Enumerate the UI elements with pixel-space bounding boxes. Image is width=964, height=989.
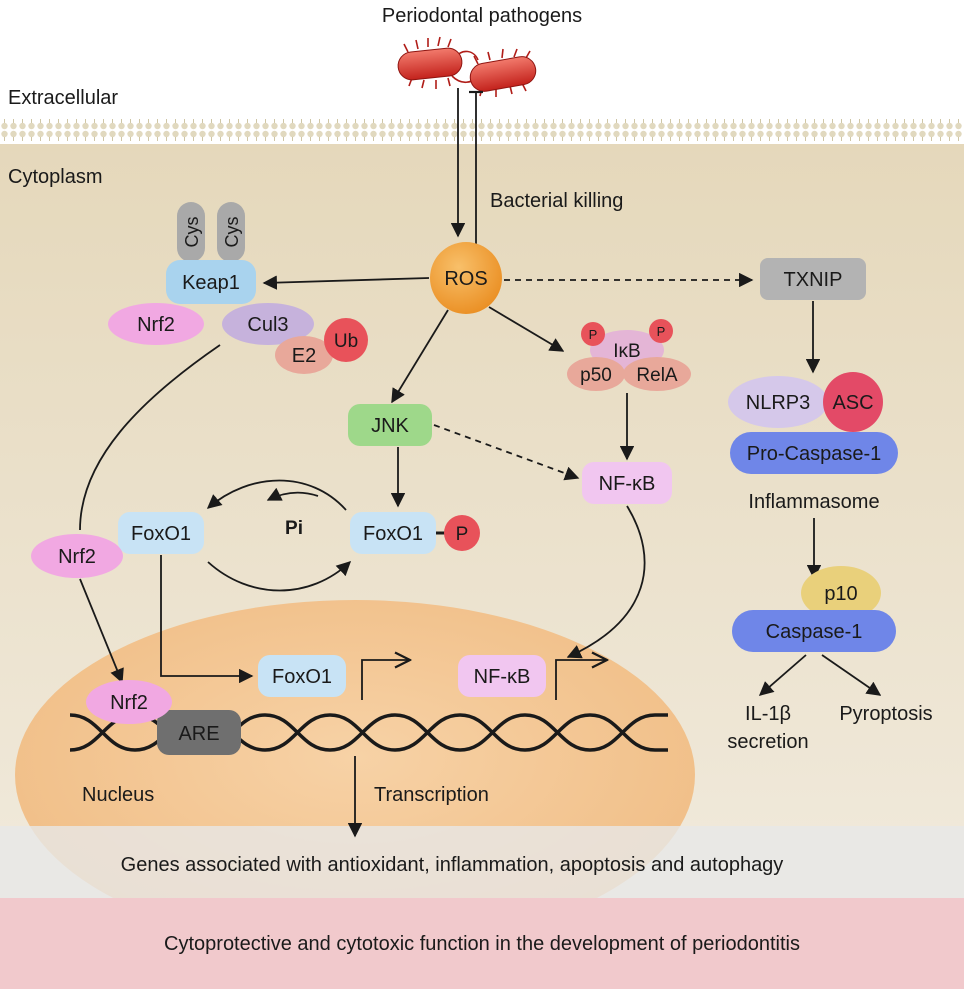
p10-label: p10: [824, 583, 857, 605]
function-band: [0, 898, 964, 989]
p50-node: [567, 357, 625, 391]
path-keap1-to-nrf2: [79, 344, 221, 531]
rela-label: RelA: [636, 365, 678, 386]
nrf2-mid-node: [31, 534, 123, 578]
cys-node-2: [217, 202, 245, 262]
nrf2-top-node: [108, 303, 204, 345]
txnip-node: [760, 258, 866, 300]
ub-node: [324, 318, 368, 362]
arrow-dephosphorylation: [206, 479, 347, 511]
keap1-label: Keap1: [182, 272, 240, 294]
cys-node-1: [177, 202, 205, 262]
caspase1-node: [732, 610, 896, 652]
cul3-label: Cul3: [247, 314, 288, 336]
nlrp3-label: NLRP3: [746, 392, 810, 414]
txnip-label: TXNIP: [784, 269, 843, 291]
cys-label-2: Cys: [222, 217, 242, 248]
foxo1-nucleus-label: FoxO1: [272, 666, 332, 688]
function-text: Cytoprotective and cytotoxic function in…: [164, 933, 800, 955]
arrow-caspase1-to-pyroptosis: [821, 654, 882, 696]
rela-node: [623, 357, 691, 391]
nrf2-mid-label: Nrf2: [58, 546, 96, 568]
pro-caspase1-label: Pro-Caspase-1: [747, 443, 882, 465]
e2-label: E2: [292, 345, 316, 367]
foxo1-left-node: [118, 512, 204, 554]
il1b-secretion-label: secretion: [727, 731, 808, 753]
p10-node: [801, 566, 881, 620]
ikb-phospho-1: [581, 322, 605, 346]
cell-membrane: [0, 118, 964, 144]
arrow-ros-to-ikb: [488, 306, 565, 352]
arrow-pi-release: [266, 487, 319, 501]
caspase1-label: Caspase-1: [766, 621, 863, 643]
jnk-label: JNK: [371, 415, 409, 437]
ikb-phospho-2-label: P: [657, 324, 666, 339]
nrf2-nucleus-label: Nrf2: [110, 692, 148, 714]
asc-label: ASC: [832, 392, 873, 414]
are-label: ARE: [178, 723, 219, 745]
cul3-node: [222, 303, 314, 345]
ros-node: [430, 242, 502, 314]
ikb-phospho-2: [649, 319, 673, 343]
arrow-foxo1-to-nucleus: [160, 555, 254, 684]
genes-band: [0, 826, 964, 898]
foxo1-phos-label: FoxO1: [363, 523, 423, 545]
pyroptosis-label: Pyroptosis: [839, 703, 932, 725]
pro-caspase1-node: [730, 432, 898, 474]
are-node: [157, 710, 241, 755]
cytoplasm-label: Cytoplasm: [8, 166, 102, 188]
arrow-jnk-to-nfkb: [433, 424, 580, 481]
arrow-phosphorylation: [207, 561, 352, 592]
ros-label: ROS: [444, 268, 487, 290]
inflammasome-label: Inflammasome: [748, 491, 879, 513]
pathogens-label: Periodontal pathogens: [382, 5, 582, 27]
arrow-ros-to-jnk: [391, 309, 449, 404]
extracellular-label: Extracellular: [8, 87, 118, 109]
arrow-nrf2-to-nucleus: [79, 578, 124, 684]
nfkb-nucleus-node: [458, 655, 546, 697]
genes-text: Genes associated with antioxidant, infla…: [121, 854, 784, 876]
ikb-label: IκB: [613, 341, 640, 362]
foxo1-phos-node: [350, 512, 436, 554]
il1b-label: IL-1β: [745, 703, 791, 725]
ub-label: Ub: [334, 331, 358, 352]
e2-node: [275, 336, 333, 374]
arrow-nfkb-to-nucleus: [566, 505, 646, 659]
nfkb-nucleus-label: NF-κB: [474, 666, 531, 688]
foxo1-nucleus-node: [258, 655, 346, 697]
nucleus-label: Nucleus: [82, 784, 154, 806]
nrf2-top-label: Nrf2: [137, 314, 175, 336]
keap1-node: [166, 260, 256, 304]
jnk-node: [348, 404, 432, 446]
transcription-label: Transcription: [374, 784, 489, 806]
bacteria-icon: [397, 36, 537, 97]
ikb-phospho-1-label: P: [589, 327, 598, 342]
transcription-start-foxo1: [361, 660, 410, 700]
extracellular-region: [0, 0, 964, 118]
transcription-start-nfkb: [555, 660, 607, 700]
nrf2-nucleus-node: [86, 680, 172, 724]
foxo1-phospho-label: P: [456, 524, 469, 545]
nlrp3-node: [728, 376, 828, 428]
nfkb-cyto-label: NF-κB: [599, 473, 656, 495]
arrow-ros-to-keap1: [262, 275, 430, 290]
bacterial-killing-label: Bacterial killing: [490, 190, 623, 212]
arrow-caspase1-to-il1b: [758, 654, 807, 696]
nfkb-cyto-node: [582, 462, 672, 504]
foxo1-phospho-node: [444, 515, 480, 551]
pi-label: Pi: [285, 518, 303, 539]
foxo1-left-label: FoxO1: [131, 523, 191, 545]
asc-node: [823, 372, 883, 432]
cys-label-1: Cys: [182, 217, 202, 248]
p50-label: p50: [580, 365, 612, 386]
